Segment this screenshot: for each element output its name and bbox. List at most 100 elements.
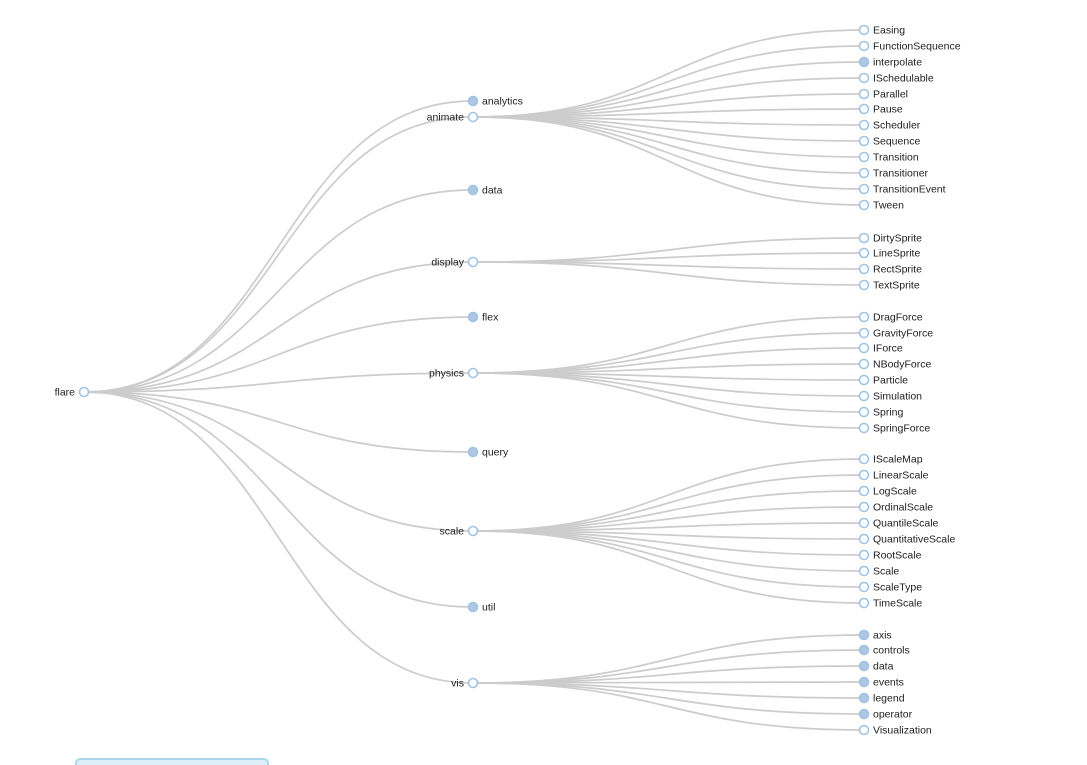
tree-node-circle-scheduler[interactable] (858, 119, 870, 131)
tree-node-analytics: analytics (467, 95, 523, 107)
tree-node-circle-data[interactable] (467, 184, 479, 196)
tree-node-circle-vis[interactable] (467, 677, 479, 689)
tree-node-transition: Transition (858, 151, 919, 163)
tree-node-circle-logscale[interactable] (858, 485, 870, 497)
tree-link-animate-transitioner (472, 116, 865, 174)
tree-node-quantilescale: QuantileScale (858, 517, 939, 529)
tree-node-circle-animate[interactable] (467, 111, 479, 123)
tree-link-scale-quantilescale (472, 522, 865, 532)
tree-node-circle-functionsequence[interactable] (858, 40, 870, 52)
tree-link-flare-data (83, 189, 474, 393)
tree-node-circle-springforce[interactable] (858, 422, 870, 434)
tree-node-flare: flare (55, 386, 90, 398)
tree-node-circle-ordinalscale[interactable] (858, 501, 870, 513)
tree-node-circle-pause[interactable] (858, 103, 870, 115)
tree-node-circle-spring[interactable] (858, 406, 870, 418)
tree-node-label-scheduler: Scheduler (873, 119, 921, 131)
tree-node-legend: legend (858, 692, 905, 704)
tree-link-animate-transitionevent (472, 116, 865, 190)
tree-node-label-quantilescale: QuantileScale (873, 517, 939, 529)
tree-node-simulation: Simulation (858, 390, 922, 402)
bottom-partial-button[interactable] (75, 758, 269, 765)
tree-node-circle-legend[interactable] (858, 692, 870, 704)
tree-node-circle-iscalemap[interactable] (858, 453, 870, 465)
tree-node-circle-dragforce[interactable] (858, 311, 870, 323)
tree-node-spring: Spring (858, 406, 904, 418)
tree-node-circle-particle[interactable] (858, 374, 870, 386)
tree-node-label-rectsprite: RectSprite (873, 263, 922, 275)
tree-node-circle-transitionevent[interactable] (858, 183, 870, 195)
tree-node-circle-query[interactable] (467, 446, 479, 458)
tree-node-label-vis: vis (451, 677, 464, 689)
tree-node-circle-operator[interactable] (858, 708, 870, 720)
tree-node-data: data (858, 660, 894, 672)
tree-node-animate: animate (427, 111, 479, 123)
tree-node-circle-iforce[interactable] (858, 342, 870, 354)
tree-link-scale-logscale (472, 490, 865, 532)
tree-node-gravityforce: GravityForce (858, 327, 933, 339)
tree-node-parallel: Parallel (858, 88, 908, 100)
tree-node-circle-timescale[interactable] (858, 597, 870, 609)
tree-node-interpolate: interpolate (858, 56, 922, 68)
tree-node-circle-parallel[interactable] (858, 88, 870, 100)
tree-node-circle-transitioner[interactable] (858, 167, 870, 179)
tree-node-circle-dirtysprite[interactable] (858, 232, 870, 244)
tree-node-circle-scale[interactable] (467, 525, 479, 537)
tree-node-circle-rootscale[interactable] (858, 549, 870, 561)
tree-link-animate-transition (472, 116, 865, 158)
tree-node-circle-interpolate[interactable] (858, 56, 870, 68)
tree-node-circle-linesprite[interactable] (858, 247, 870, 259)
tree-node-circle-nbodyforce[interactable] (858, 358, 870, 370)
tree-link-scale-timescale (472, 530, 865, 604)
tree-node-circle-quantitativescale[interactable] (858, 533, 870, 545)
tree-node-label-events: events (873, 676, 904, 688)
tree-links (83, 29, 865, 731)
tree-link-flare-scale (83, 391, 474, 532)
tree-link-flare-flex (83, 316, 474, 393)
tree-node-circle-display[interactable] (467, 256, 479, 268)
tree-node-circle-gravityforce[interactable] (858, 327, 870, 339)
tree-node-scale: scale (439, 525, 479, 537)
tree-node-circle-quantilescale[interactable] (858, 517, 870, 529)
tree-node-circle-easing[interactable] (858, 24, 870, 36)
tree-node-label-operator: operator (873, 708, 913, 720)
tree-node-circle-simulation[interactable] (858, 390, 870, 402)
tree-node-logscale: LogScale (858, 485, 917, 497)
tree-node-circle-rectsprite[interactable] (858, 263, 870, 275)
tree-link-scale-scale (472, 530, 865, 572)
tree-link-physics-gravityforce (472, 332, 865, 374)
tree-node-circle-scaletype[interactable] (858, 581, 870, 593)
tree-node-circle-analytics[interactable] (467, 95, 479, 107)
tree-node-circle-transition[interactable] (858, 151, 870, 163)
tree-node-circle-physics[interactable] (467, 367, 479, 379)
tree-node-circle-util[interactable] (467, 601, 479, 613)
tree-link-display-linesprite (472, 252, 865, 263)
tree-link-flare-query (83, 391, 474, 453)
tree-node-rectsprite: RectSprite (858, 263, 922, 275)
tree-node-label-particle: Particle (873, 374, 908, 386)
tree-node-functionsequence: FunctionSequence (858, 40, 961, 52)
tree-node-label-legend: legend (873, 692, 905, 704)
tree-node-nbodyforce: NBodyForce (858, 358, 932, 370)
tree-node-circle-ischedulable[interactable] (858, 72, 870, 84)
tree-node-circle-scale[interactable] (858, 565, 870, 577)
tree-node-label-transition: Transition (873, 151, 919, 163)
tree-node-label-scale: Scale (873, 565, 899, 577)
tree-node-circle-data[interactable] (858, 660, 870, 672)
tree-node-circle-textsprite[interactable] (858, 279, 870, 291)
tree-link-display-dirtysprite (472, 237, 865, 263)
tree-node-circle-visualization[interactable] (858, 724, 870, 736)
tree-node-circle-tween[interactable] (858, 199, 870, 211)
tree-node-label-tween: Tween (873, 199, 904, 211)
tree-node-circle-axis[interactable] (858, 629, 870, 641)
tree-node-circle-events[interactable] (858, 676, 870, 688)
tree-node-circle-flex[interactable] (467, 311, 479, 323)
tree-node-label-analytics: analytics (482, 95, 523, 107)
tree-node-circle-flare[interactable] (78, 386, 90, 398)
tree-node-label-iforce: IForce (873, 342, 903, 354)
tree-node-label-spring: Spring (873, 406, 904, 418)
tree-node-circle-sequence[interactable] (858, 135, 870, 147)
tree-node-circle-controls[interactable] (858, 644, 870, 656)
tree-node-circle-linearscale[interactable] (858, 469, 870, 481)
tree-node-label-transitioner: Transitioner (873, 167, 929, 179)
